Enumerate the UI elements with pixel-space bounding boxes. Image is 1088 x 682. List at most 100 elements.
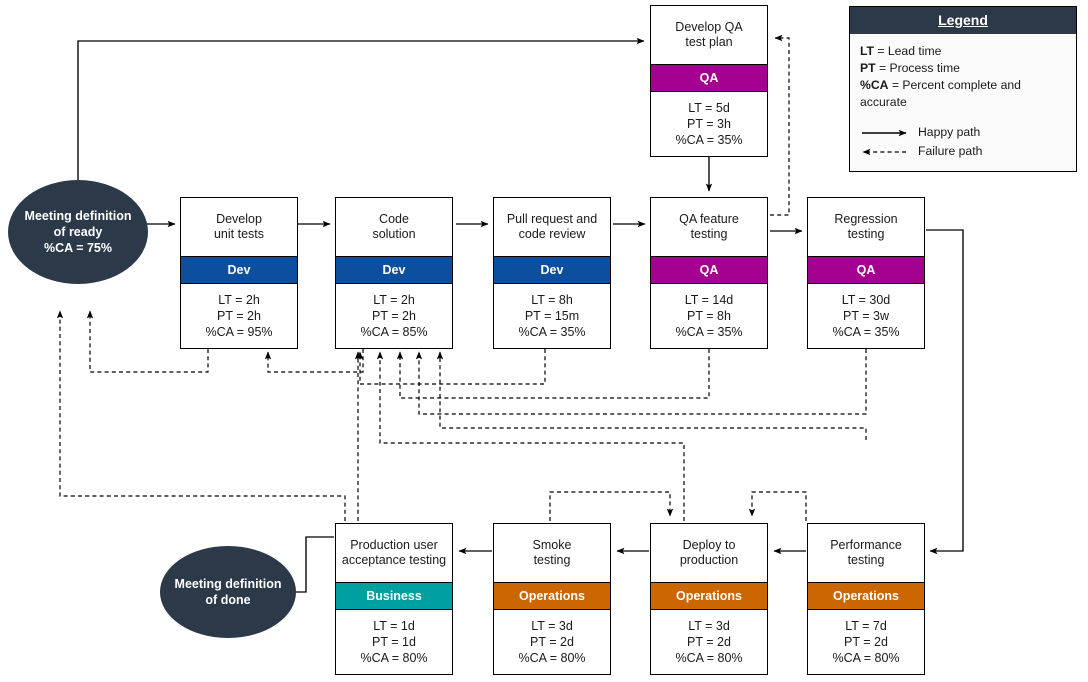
edge-regression-to-performance xyxy=(926,229,964,555)
metric-pt: PT = 8h xyxy=(687,309,731,323)
legend-path-keys: Happy path Failure path xyxy=(860,123,1066,161)
process-title-line1: Regression xyxy=(834,212,898,226)
legend-definition-lt: LT = Lead time xyxy=(860,43,1066,60)
metric-lt: LT = 14d xyxy=(684,293,734,307)
metric-ca: %CA = 80% xyxy=(518,651,586,665)
process-title-line1: Develop QA xyxy=(675,20,743,34)
edge-fail-deploy-to-code xyxy=(376,351,685,521)
process-title-line2: testing xyxy=(847,553,885,567)
process-box-regression-testing[interactable]: Regression testing QA LT = 30d PT = 3w %… xyxy=(807,197,925,349)
metric-lt: LT = 30d xyxy=(841,293,891,307)
metric-lt: LT = 2h xyxy=(373,293,415,307)
process-role-band: Business xyxy=(336,582,452,610)
process-box-deploy-to-production[interactable]: Deploy to production Operations LT = 3d … xyxy=(650,523,768,675)
process-title: Develop QA test plan xyxy=(651,6,767,64)
process-box-code-solution[interactable]: Code solution Dev LT = 2h PT = 2h %CA = … xyxy=(335,197,453,349)
process-metrics: LT = 5d PT = 3h %CA = 35% xyxy=(651,92,767,156)
process-role-band: Dev xyxy=(336,256,452,284)
terminator-done-line1: Meeting definition xyxy=(174,577,282,591)
process-box-smoke-testing[interactable]: Smoke testing Operations LT = 3d PT = 2d… xyxy=(493,523,611,675)
legend-heading-text: Legend xyxy=(938,12,988,28)
terminator-start-line1: Meeting definition xyxy=(24,209,132,223)
process-role-band: Operations xyxy=(651,582,767,610)
legend-desc-ca: = Percent complete and accurate xyxy=(860,78,1021,109)
edge-start-to-qa-test-plan xyxy=(77,37,645,188)
process-metrics: LT = 1d PT = 1d %CA = 80% xyxy=(336,610,452,674)
process-title-line2: code review xyxy=(518,227,586,241)
edge-fail-uat-to-start xyxy=(56,310,346,521)
legend-row-happy-path: Happy path xyxy=(860,123,1066,142)
metric-lt: LT = 5d xyxy=(688,101,730,115)
process-box-qa-feature-testing[interactable]: QA feature testing QA LT = 14d PT = 8h %… xyxy=(650,197,768,349)
legend-row-failure-path: Failure path xyxy=(860,142,1066,161)
legend-label-happy-path: Happy path xyxy=(918,125,981,139)
metric-ca: %CA = 35% xyxy=(675,133,743,147)
metric-pt: PT = 2d xyxy=(844,635,888,649)
process-box-pull-request[interactable]: Pull request and code review Dev LT = 8h… xyxy=(493,197,611,349)
process-box-performance-testing[interactable]: Performance testing Operations LT = 7d P… xyxy=(807,523,925,675)
edge-fail-smoke-to-deploy xyxy=(549,491,674,521)
process-metrics: LT = 8h PT = 15m %CA = 35% xyxy=(494,284,610,348)
edge-fail-qa-feature-to-code xyxy=(396,349,710,399)
process-title-line2: testing xyxy=(690,227,728,241)
process-title: Performance testing xyxy=(808,524,924,582)
process-role-band: Operations xyxy=(808,582,924,610)
metric-pt: PT = 2h xyxy=(372,309,416,323)
process-metrics: LT = 14d PT = 8h %CA = 35% xyxy=(651,284,767,348)
process-title: QA feature testing xyxy=(651,198,767,256)
legend-desc-pt: = Process time xyxy=(875,61,960,75)
process-title-line1: QA feature xyxy=(679,212,739,226)
edge-fail-qa-feature-to-qa-plan xyxy=(770,34,790,216)
terminator-done[interactable]: Meeting definition of done xyxy=(160,546,296,638)
process-title: Smoke testing xyxy=(494,524,610,582)
process-title: Code solution xyxy=(336,198,452,256)
edge-fail-pull-request-to-code xyxy=(356,349,546,385)
legend-heading: Legend xyxy=(850,7,1076,34)
metric-lt: LT = 7d xyxy=(845,619,887,633)
metric-lt: LT = 8h xyxy=(531,293,573,307)
process-title: Develop unit tests xyxy=(181,198,297,256)
process-title: Pull request and code review xyxy=(494,198,610,256)
metric-ca: %CA = 35% xyxy=(832,325,900,339)
process-role-band: Dev xyxy=(181,256,297,284)
happy-path-line-icon xyxy=(860,126,918,140)
metric-lt: LT = 1d xyxy=(373,619,415,633)
legend-label-failure-path: Failure path xyxy=(918,144,983,158)
metric-pt: PT = 2d xyxy=(687,635,731,649)
process-title-line1: Smoke xyxy=(532,538,572,552)
edge-fail-code-to-unit-tests xyxy=(264,349,364,373)
metric-ca: %CA = 80% xyxy=(360,651,428,665)
legend-term-lt: LT xyxy=(860,44,874,58)
metric-pt: PT = 2d xyxy=(530,635,574,649)
process-box-production-uat[interactable]: Production user acceptance testing Busin… xyxy=(335,523,453,675)
process-title-line1: Performance xyxy=(830,538,902,552)
metric-ca: %CA = 95% xyxy=(205,325,273,339)
process-role-band: Operations xyxy=(494,582,610,610)
metric-ca: %CA = 80% xyxy=(832,651,900,665)
process-metrics: LT = 3d PT = 2d %CA = 80% xyxy=(494,610,610,674)
terminator-done-line2: of done xyxy=(205,593,251,607)
process-title-line1: Code xyxy=(379,212,409,226)
process-box-unit-tests[interactable]: Develop unit tests Dev LT = 2h PT = 2h %… xyxy=(180,197,298,349)
process-role-band: QA xyxy=(651,64,767,92)
terminator-start[interactable]: Meeting definition of ready %CA = 75% xyxy=(8,180,148,284)
metric-pt: PT = 3h xyxy=(687,117,731,131)
metric-ca: %CA = 80% xyxy=(675,651,743,665)
process-title-line1: Develop xyxy=(216,212,262,226)
process-box-qa-test-plan[interactable]: Develop QA test plan QA LT = 5d PT = 3h … xyxy=(650,5,768,157)
process-metrics: LT = 30d PT = 3w %CA = 35% xyxy=(808,284,924,348)
process-title: Production user acceptance testing xyxy=(336,524,452,582)
legend-desc-lt: = Lead time xyxy=(873,44,942,58)
edge-fail-performance-to-code xyxy=(436,351,867,440)
metric-lt: LT = 3d xyxy=(531,619,573,633)
edge-fail-performance-to-deploy xyxy=(748,491,807,521)
process-title-line1: Production user xyxy=(350,538,438,552)
legend-definition-pt: PT = Process time xyxy=(860,60,1066,77)
process-title-line2: testing xyxy=(533,553,571,567)
process-title-line2: unit tests xyxy=(213,227,265,241)
metric-pt: PT = 2h xyxy=(217,309,261,323)
process-title-line2: acceptance testing xyxy=(341,553,447,567)
process-role-band: Dev xyxy=(494,256,610,284)
